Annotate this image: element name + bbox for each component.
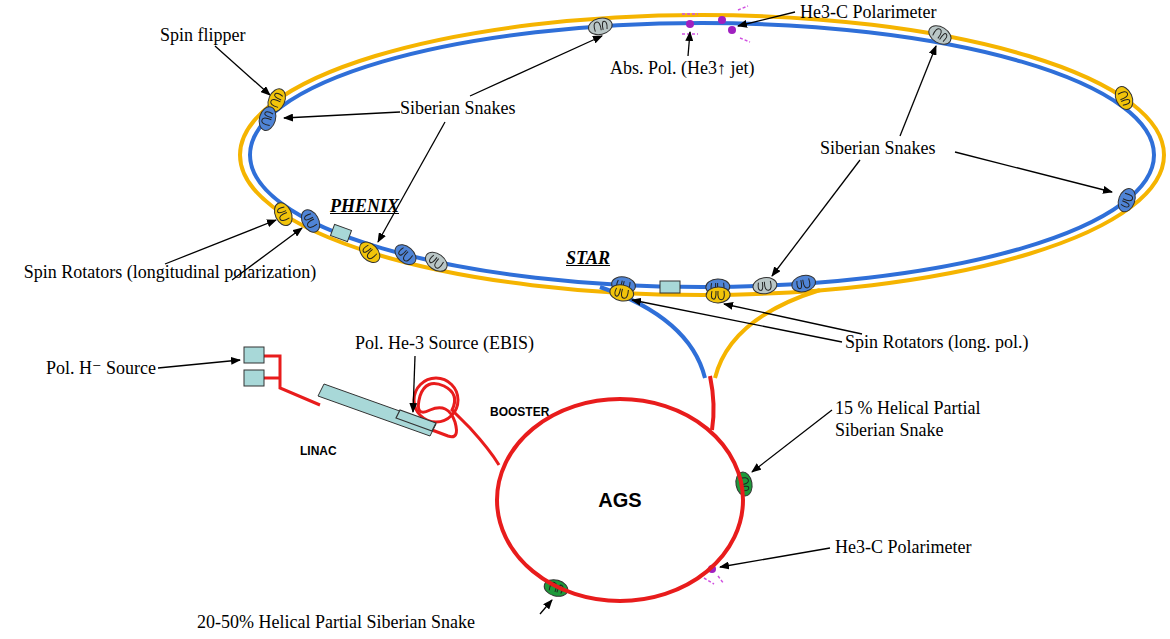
ring-name: AGS bbox=[598, 489, 641, 512]
star-detector bbox=[660, 281, 680, 293]
blue-ring bbox=[250, 23, 1154, 287]
polarimeter-dot bbox=[718, 16, 726, 24]
siberian-snake bbox=[257, 105, 279, 132]
siberian-snake bbox=[587, 16, 614, 37]
polarimeter-marks bbox=[682, 6, 750, 584]
siberian-snake bbox=[752, 276, 778, 295]
leader-lines bbox=[158, 12, 1112, 614]
blue-transfer-line bbox=[600, 287, 705, 378]
siberian-snake bbox=[706, 287, 731, 304]
annotation-label: 15 % Helical Partial Siberian Snake bbox=[835, 398, 1025, 441]
siberian-snake bbox=[1115, 186, 1138, 214]
ags-ring: AGS bbox=[495, 397, 745, 603]
siberian-snake bbox=[356, 238, 384, 266]
polarimeter-dot bbox=[728, 26, 736, 34]
annotation-label: He3-C Polarimeter bbox=[835, 537, 971, 559]
siberian-snake bbox=[271, 200, 296, 229]
source-line bbox=[262, 377, 280, 380]
siberian-snake bbox=[298, 207, 324, 236]
annotation-label: BOOSTER bbox=[490, 405, 549, 419]
siberian-snake bbox=[790, 273, 817, 294]
annotation-label: Pol. H⁻ Source bbox=[46, 358, 156, 380]
annotation-label: Siberian Snakes bbox=[400, 98, 515, 120]
siberian-snake bbox=[1112, 84, 1136, 112]
annotation-label: Pol. He-3 Source (EBIS) bbox=[355, 333, 534, 355]
siberian-snake bbox=[609, 283, 635, 303]
annotation-label: Spin Rotators (longitudinal polarization… bbox=[15, 262, 325, 284]
source-line bbox=[262, 356, 320, 405]
polarimeter-dot bbox=[686, 20, 694, 28]
h-source bbox=[244, 370, 264, 386]
yellow-ring bbox=[240, 15, 1164, 295]
annotation-label: Abs. Pol. (He3↑ jet) bbox=[610, 58, 754, 80]
h-source bbox=[244, 347, 264, 363]
annotation-label: He3-C Polarimeter bbox=[800, 2, 936, 24]
red-transfer-line bbox=[710, 376, 714, 430]
linac bbox=[318, 384, 436, 436]
phenix-detector bbox=[330, 224, 351, 241]
annotation-label: LINAC bbox=[300, 444, 337, 458]
booster-ring bbox=[414, 378, 458, 422]
annotation-label: Spin flipper bbox=[160, 25, 246, 47]
siberian-snake bbox=[391, 241, 420, 269]
annotation-label: Siberian Snakes bbox=[820, 138, 935, 160]
annotation-label: Spin Rotators (long. pol.) bbox=[845, 332, 1029, 354]
annotation-label: STAR bbox=[566, 248, 610, 270]
siberian-snake bbox=[422, 248, 451, 275]
he3-source bbox=[396, 410, 436, 431]
annotation-label: 20-50% Helical Partial Siberian Snake bbox=[197, 612, 475, 634]
annotation-label: PHENIX bbox=[330, 196, 399, 218]
siberian-snake bbox=[926, 22, 955, 48]
